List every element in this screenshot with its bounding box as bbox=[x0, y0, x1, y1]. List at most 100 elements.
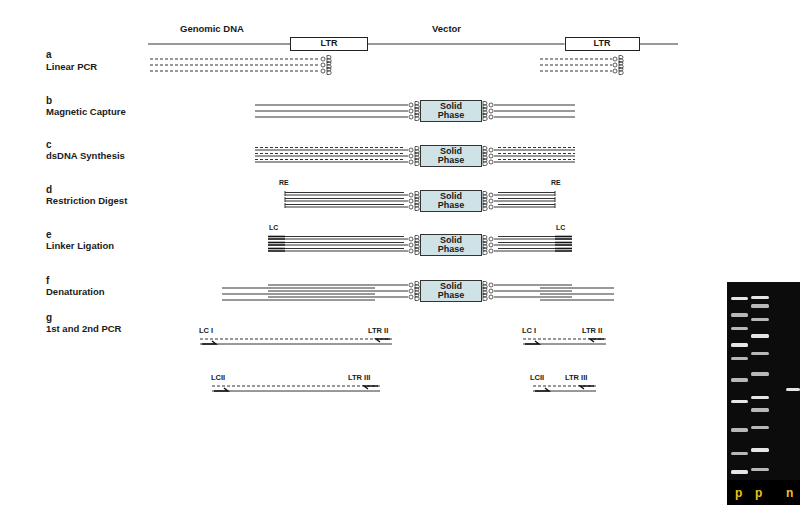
dna-strand bbox=[494, 297, 572, 298]
dna-strand bbox=[150, 65, 320, 66]
gel-band bbox=[731, 357, 748, 360]
primer-end bbox=[409, 148, 413, 152]
step-name: Denaturation bbox=[46, 287, 105, 297]
gel-band bbox=[751, 426, 769, 429]
primer-end bbox=[409, 115, 413, 119]
biotin-symbol bbox=[327, 68, 331, 75]
linker bbox=[268, 242, 285, 244]
linker bbox=[268, 238, 285, 240]
primer-end bbox=[489, 115, 493, 119]
step-name: Linear PCR bbox=[46, 62, 97, 72]
dna-strand bbox=[498, 198, 555, 199]
dna-strand bbox=[494, 201, 555, 202]
linker bbox=[555, 238, 572, 240]
dna-strand bbox=[268, 291, 408, 292]
primer-arrow bbox=[535, 388, 549, 391]
pcr-product bbox=[212, 391, 380, 392]
gel-band bbox=[731, 400, 748, 403]
primer-arrow bbox=[580, 386, 594, 389]
dna-strand bbox=[285, 248, 404, 249]
gel-band bbox=[751, 334, 769, 338]
primer-end bbox=[409, 199, 413, 203]
pcr-product bbox=[200, 339, 392, 340]
biotin-symbol bbox=[619, 68, 623, 75]
primer-arrow bbox=[525, 341, 539, 344]
primer-end bbox=[489, 295, 493, 299]
dna-strand bbox=[255, 105, 408, 106]
dna-strand bbox=[255, 156, 408, 157]
dna-strand bbox=[285, 204, 404, 205]
gel-band bbox=[731, 313, 748, 317]
primer-end bbox=[409, 205, 413, 209]
linker bbox=[555, 248, 572, 250]
linker bbox=[268, 248, 285, 250]
step-letter: a bbox=[46, 50, 52, 60]
gel-band bbox=[751, 408, 769, 412]
biotin-symbol bbox=[483, 159, 487, 166]
cut-site bbox=[285, 197, 286, 202]
dna-strand bbox=[498, 248, 555, 249]
step-name: 1st and 2nd PCR bbox=[46, 324, 122, 334]
box-text: Solid Phase bbox=[433, 282, 469, 301]
gel-band bbox=[731, 470, 748, 474]
step-name: dsDNA Synthesis bbox=[46, 151, 125, 161]
primer-end bbox=[489, 199, 493, 203]
primer-end bbox=[489, 243, 493, 247]
primer-end bbox=[489, 193, 493, 197]
dna-strand bbox=[498, 147, 575, 148]
solid-phase-box: Solid Phase bbox=[420, 280, 482, 303]
biotin-symbol bbox=[483, 294, 487, 301]
site-label: RE bbox=[279, 179, 289, 186]
dna-strand bbox=[285, 245, 408, 246]
biotin-symbol bbox=[483, 204, 487, 211]
vector-line bbox=[368, 43, 565, 44]
primer-end bbox=[489, 289, 493, 293]
free-strand bbox=[540, 288, 614, 289]
primer-label: LTR II bbox=[582, 327, 602, 335]
gel-band bbox=[731, 452, 748, 455]
primer-end bbox=[489, 160, 493, 164]
free-strand bbox=[540, 294, 614, 295]
solid-phase-box: Solid Phase bbox=[420, 234, 482, 257]
linker bbox=[555, 250, 572, 252]
primer-end bbox=[489, 237, 493, 241]
strand-name: Vector bbox=[432, 24, 461, 34]
strand-name: Genomic DNA bbox=[180, 24, 244, 34]
primer-end bbox=[489, 249, 493, 253]
box-text: Solid Phase bbox=[433, 192, 469, 211]
dna-strand bbox=[494, 117, 575, 118]
pcr-product bbox=[200, 344, 392, 345]
cut-site bbox=[285, 191, 286, 196]
dna-strand bbox=[494, 156, 575, 157]
free-strand bbox=[222, 294, 375, 295]
box-text: LTR bbox=[321, 39, 338, 49]
box-text: Solid Phase bbox=[433, 147, 469, 166]
dna-strand bbox=[268, 285, 408, 286]
primer-label: LC I bbox=[199, 327, 213, 335]
free-strand bbox=[222, 300, 375, 301]
solid-phase-box: Solid Phase bbox=[420, 145, 482, 168]
primer-end bbox=[409, 295, 413, 299]
dna-strand bbox=[494, 251, 555, 252]
primer-label: LCII bbox=[211, 374, 225, 382]
dna-strand bbox=[498, 153, 575, 154]
free-strand bbox=[540, 300, 614, 301]
primer-end bbox=[409, 160, 413, 164]
primer-arrow bbox=[376, 339, 390, 342]
primer-arrow bbox=[202, 341, 216, 344]
pcr-product bbox=[212, 386, 380, 387]
step-name: Linker Ligation bbox=[46, 241, 114, 251]
site-label: RE bbox=[551, 179, 561, 186]
step-letter: b bbox=[46, 96, 52, 106]
dna-strand bbox=[494, 111, 575, 112]
dna-strand bbox=[540, 65, 612, 66]
linker bbox=[268, 236, 285, 238]
dna-strand bbox=[255, 153, 404, 154]
biotin-symbol bbox=[483, 248, 487, 255]
box-text: LTR bbox=[594, 39, 611, 49]
primer-end bbox=[489, 205, 493, 209]
dna-strand bbox=[150, 71, 320, 72]
gel-image bbox=[727, 282, 800, 505]
